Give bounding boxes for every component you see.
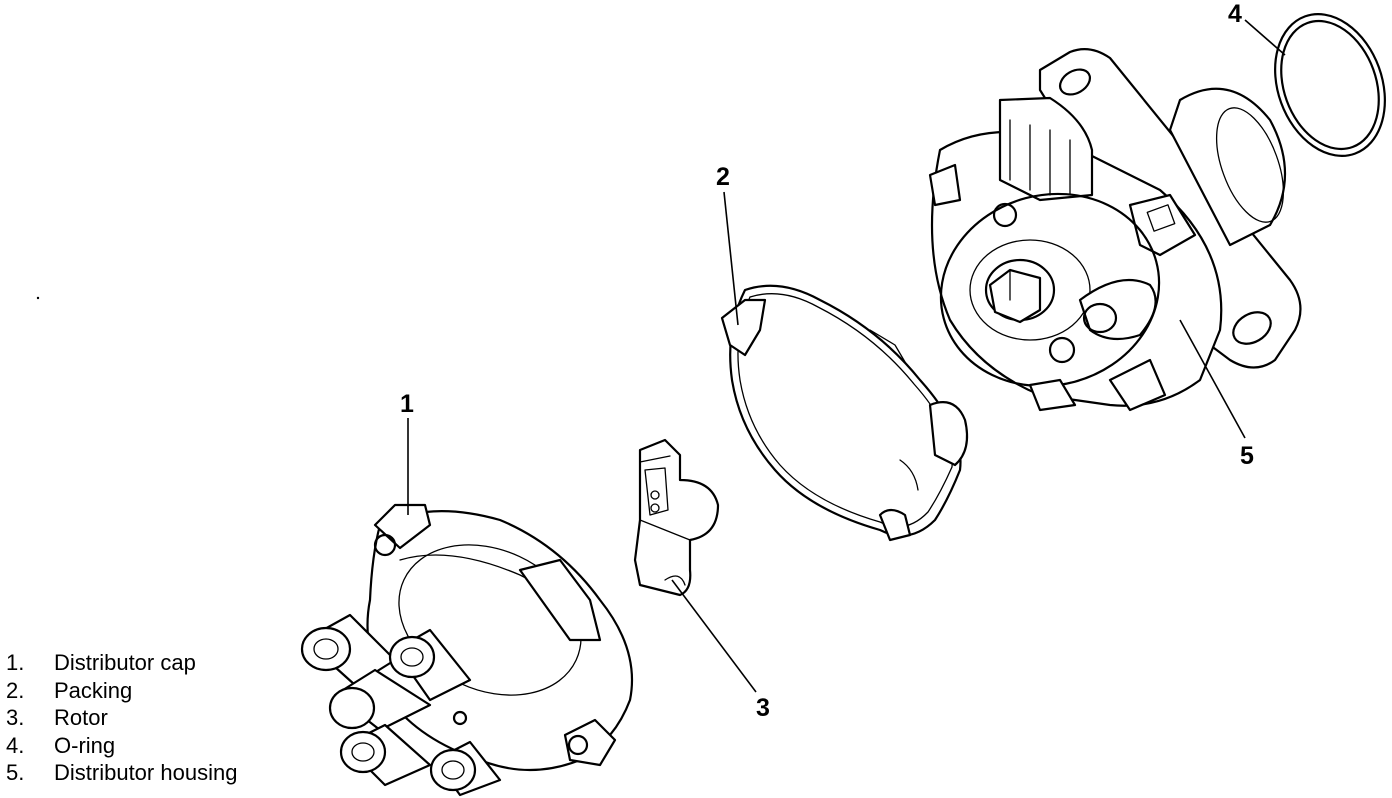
o-ring-drawing [1274, 13, 1386, 157]
cap-tower-3 [328, 668, 432, 732]
leader-line-5 [1179, 319, 1246, 439]
callout-2: 2 [716, 163, 730, 191]
legend-item: 5. Distributor housing [6, 759, 237, 787]
leader-line-4 [1244, 19, 1286, 56]
leader-line-2 [723, 191, 739, 326]
legend-number: 3. [6, 705, 25, 730]
packing-drawing [720, 284, 969, 542]
legend-number: 5. [6, 760, 25, 785]
cap-tower-2 [388, 628, 472, 702]
stray-dot [36, 296, 40, 300]
legend-label: Rotor [54, 705, 108, 730]
legend-label: O-ring [54, 732, 116, 758]
legend-number: 4. [6, 732, 25, 758]
callout-4: 4 [1228, 0, 1242, 28]
callout-3: 3 [756, 694, 770, 722]
legend-item: 3. Rotor [6, 704, 237, 732]
parts-legend: 1. Distributor cap 2. Packing 3. Rotor 4. O-… [6, 649, 237, 787]
legend-item: 2. Packing [6, 677, 237, 705]
legend-item: 4. O-ring [6, 732, 237, 760]
callout-1: 1 [400, 390, 414, 418]
legend-number: 2. [6, 677, 25, 703]
callout-5: 5 [1240, 442, 1254, 470]
distributor-cap-drawing [300, 503, 634, 797]
legend-label: Distributor cap [54, 650, 196, 675]
cap-tower-5 [429, 740, 502, 797]
cap-tower-4 [339, 723, 432, 787]
rotor-drawing [633, 438, 720, 597]
legend-label: Packing [54, 677, 133, 703]
legend-item: 1. Distributor cap [6, 649, 237, 677]
legend-label: Distributor housing [54, 760, 238, 785]
legend-number: 1. [6, 650, 25, 675]
leader-line-3 [671, 579, 757, 693]
distributor-housing-drawing [928, 47, 1302, 412]
